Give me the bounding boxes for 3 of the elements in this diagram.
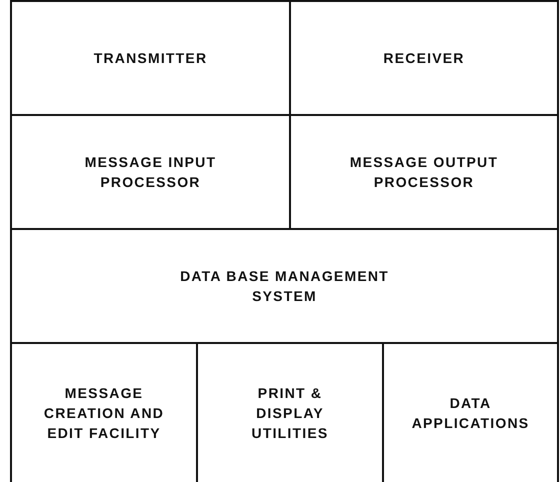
- layer-box: DATA BASE MANAGEMENT SYSTEM: [10, 228, 559, 344]
- layer-box: RECEIVER: [289, 0, 559, 116]
- layer-box: TRANSMITTER: [10, 0, 291, 116]
